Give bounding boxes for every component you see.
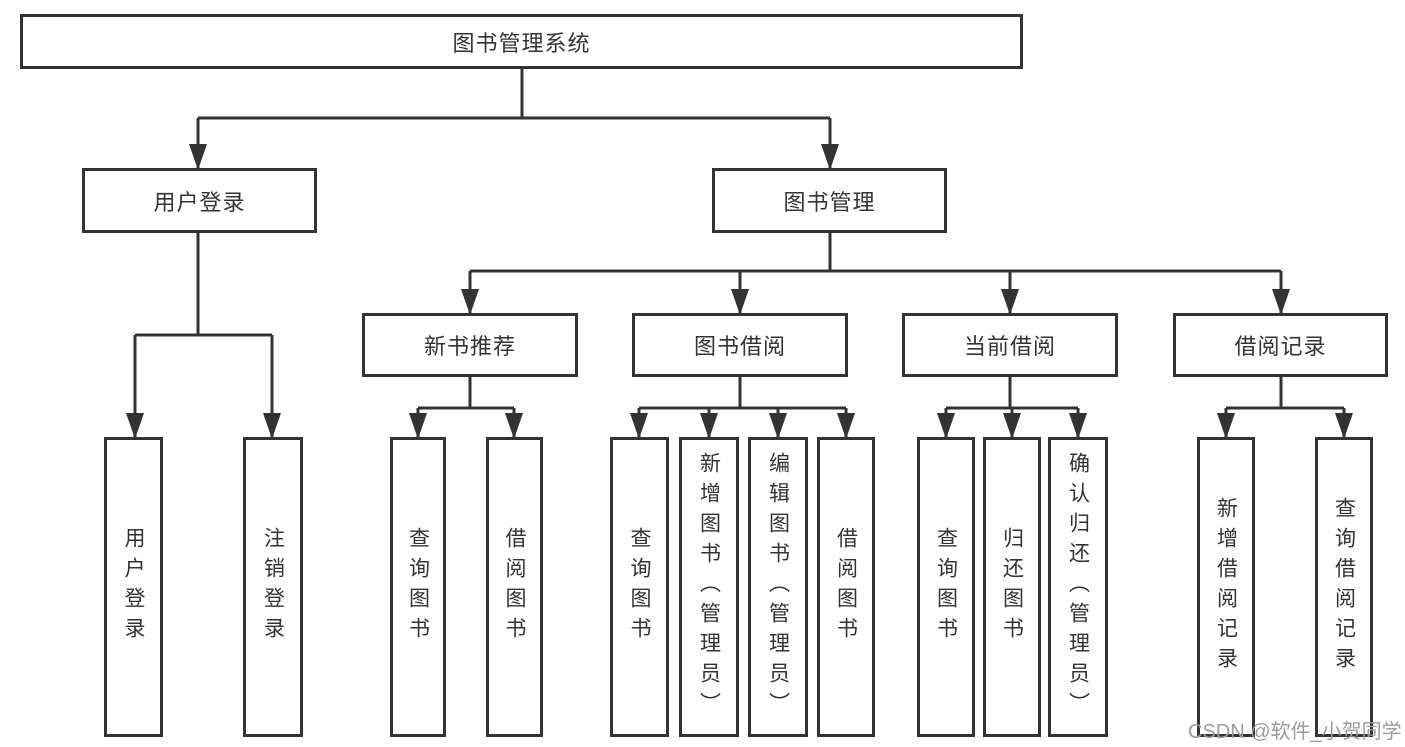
leaf-label: 借阅图书 (834, 527, 858, 647)
arrowhead (937, 413, 955, 439)
node-borrow-records: 借阅记录 (1173, 313, 1388, 377)
arrowhead (630, 413, 648, 439)
connector-user-login-branch (133, 233, 274, 437)
arrowhead (1335, 413, 1353, 439)
arrowhead (731, 289, 749, 315)
leaf-query-books-recommend: 查询图书 (390, 437, 446, 737)
leaf-label: 查询借阅记录 (1332, 497, 1356, 677)
arrowhead (461, 289, 479, 315)
leaf-edit-book-admin: 编辑图书（管理员） (748, 437, 808, 737)
arrowheads (126, 144, 1353, 439)
connector-book-borrow-branch (637, 377, 848, 437)
node-book-borrowing: 图书借阅 (632, 313, 848, 377)
csdn-watermark: CSDN @软件_小贺同学 (1188, 721, 1402, 743)
node-book-management: 图书管理 (712, 168, 947, 233)
node-user-login: 用户登录 (82, 168, 317, 233)
connector-root-to-level2 (196, 69, 832, 168)
leaf-label: 查询图书 (934, 527, 958, 647)
connector-book-management-branch (468, 233, 1283, 313)
arrowhead (837, 413, 855, 439)
arrowhead (126, 413, 144, 439)
connector-new-book-branch (416, 377, 516, 437)
arrowhead (1001, 289, 1019, 315)
leaf-query-books-borrow: 查询图书 (610, 437, 669, 737)
leaf-logout: 注销登录 (243, 437, 303, 737)
arrowhead (700, 413, 718, 439)
node-current-borrowing: 当前借阅 (902, 313, 1118, 377)
leaf-query-books-current: 查询图书 (917, 437, 975, 737)
leaf-borrow-books: 借阅图书 (817, 437, 875, 737)
leaf-confirm-return-admin: 确认归还（管理员） (1048, 437, 1108, 737)
leaf-add-borrow-record: 新增借阅记录 (1197, 437, 1255, 737)
leaf-label: 查询图书 (406, 527, 430, 647)
leaf-return-book: 归还图书 (983, 437, 1041, 737)
leaf-borrow-books-recommend: 借阅图书 (486, 437, 543, 737)
leaf-label: 编辑图书（管理员） (766, 452, 790, 722)
leaf-add-book-admin: 新增图书（管理员） (679, 437, 739, 737)
node-new-book-recommend: 新书推荐 (362, 313, 578, 377)
connector-borrow-records-branch (1224, 377, 1346, 437)
arrowhead (769, 413, 787, 439)
leaf-label: 用户登录 (122, 527, 145, 647)
leaf-label: 归还图书 (1000, 527, 1024, 647)
leaf-query-borrow-record: 查询借阅记录 (1315, 437, 1373, 737)
arrowhead (263, 413, 281, 439)
leaf-label: 借阅图书 (503, 527, 526, 647)
leaf-label: 新增图书（管理员） (697, 452, 721, 722)
node-root: 图书管理系统 (20, 14, 1023, 69)
leaf-label: 查询图书 (628, 527, 651, 647)
arrowhead (821, 144, 839, 170)
arrowhead (1217, 413, 1235, 439)
leaf-label: 注销登录 (261, 527, 285, 647)
leaf-user-login: 用户登录 (104, 437, 163, 737)
arrowhead (409, 413, 427, 439)
arrowhead (189, 144, 207, 170)
leaf-label: 新增借阅记录 (1214, 497, 1238, 677)
arrowhead (505, 413, 523, 439)
arrowhead (1069, 413, 1087, 439)
arrowhead (1272, 289, 1290, 315)
arrowhead (1003, 413, 1021, 439)
leaf-label: 确认归还（管理员） (1066, 452, 1090, 722)
